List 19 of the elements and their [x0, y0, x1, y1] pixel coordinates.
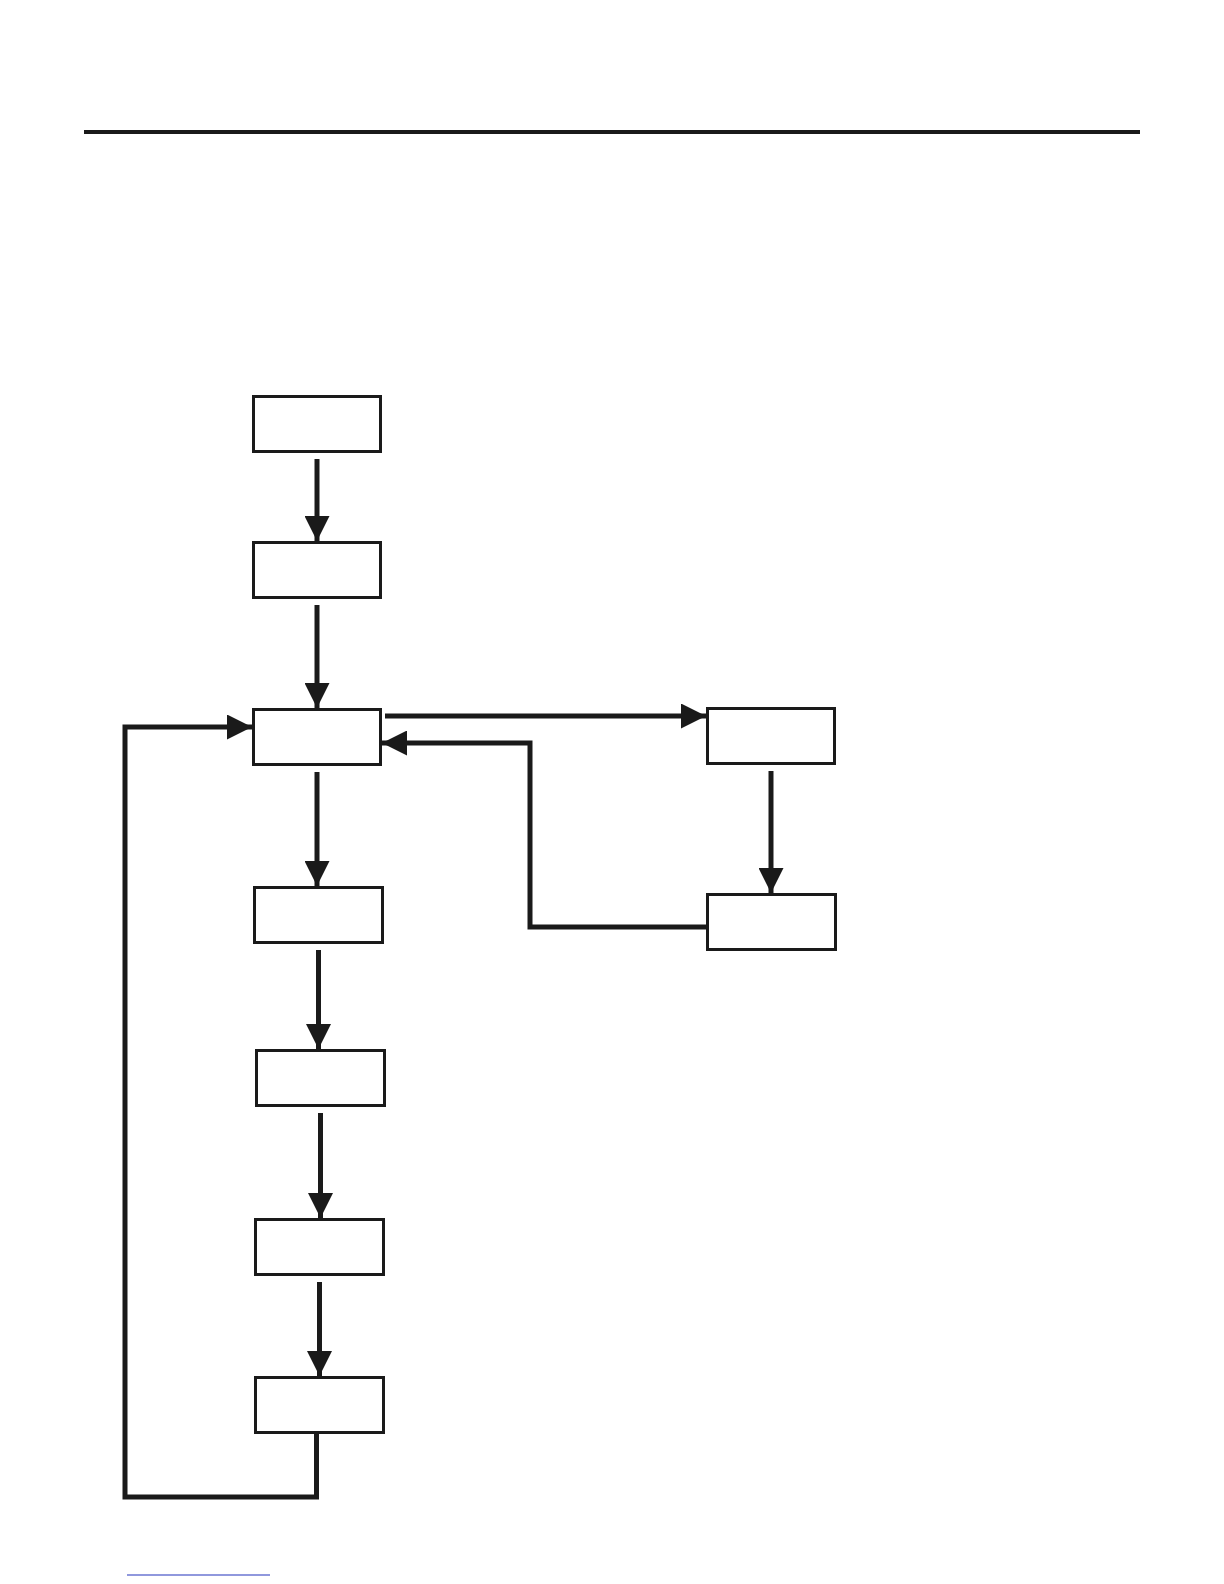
arrow [308, 1113, 333, 1218]
process-box [252, 708, 382, 766]
process-box [706, 893, 837, 951]
arrow [304, 772, 330, 886]
arrow [304, 459, 330, 541]
process-box [254, 1218, 385, 1276]
arrow [304, 605, 330, 708]
process-box [706, 707, 836, 765]
arrow [307, 1282, 332, 1376]
process-box [252, 541, 382, 599]
arrow [306, 950, 331, 1049]
arrow [385, 703, 706, 729]
arrow [122, 714, 319, 1500]
process-box [255, 1049, 386, 1107]
arrow [758, 771, 784, 893]
arrow [382, 730, 706, 930]
process-box [252, 395, 382, 453]
process-box [253, 886, 384, 944]
process-box [254, 1376, 385, 1434]
